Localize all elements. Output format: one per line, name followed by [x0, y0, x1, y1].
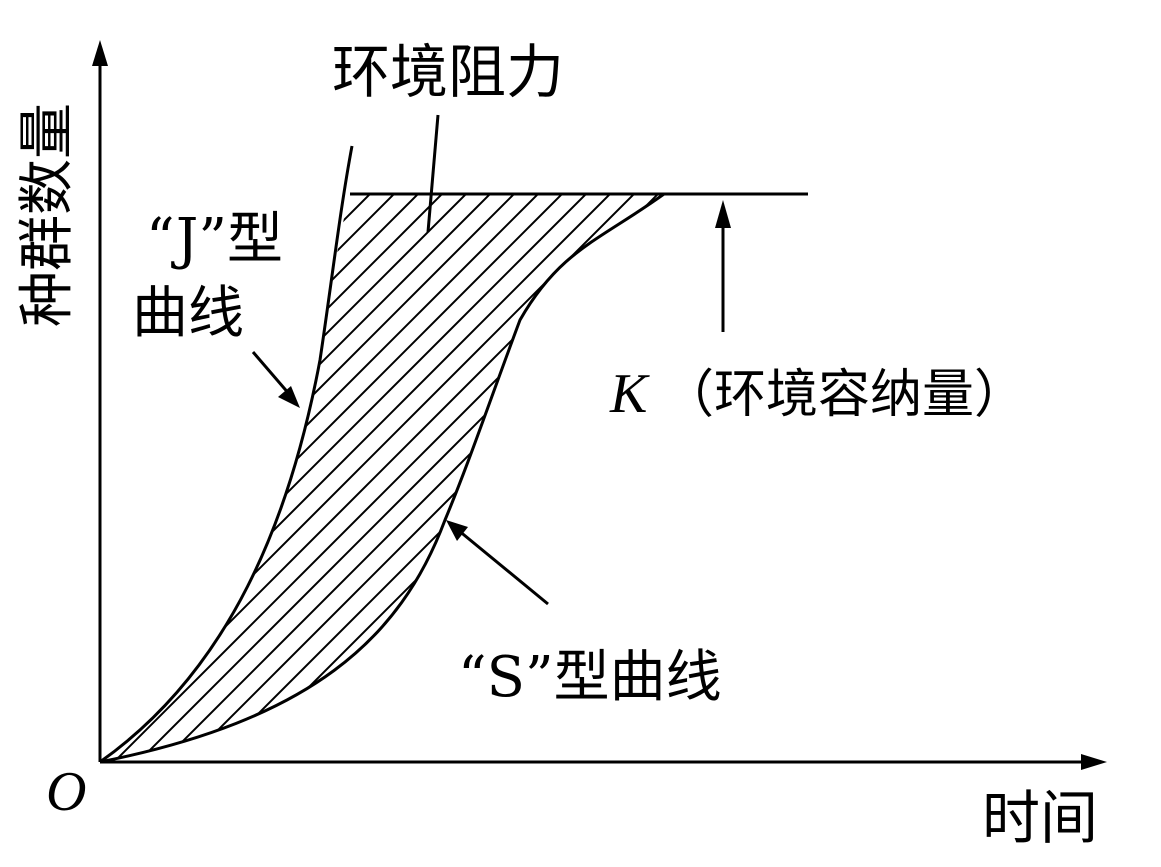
- title-label: 环境阻力: [332, 38, 564, 106]
- j-curve-label-line1: “J”型: [146, 207, 283, 272]
- hatch-line: [100, 194, 664, 762]
- s-curve: [99, 192, 665, 764]
- y-axis-arrowhead: [92, 40, 108, 66]
- j-arrow-shaft: [251, 351, 292, 396]
- j-arrowhead: [278, 386, 300, 408]
- j-curve: [99, 145, 354, 764]
- hatch-line: [100, 194, 664, 762]
- k-arrowhead: [715, 200, 731, 228]
- k-label: （环境容纳量）: [662, 365, 1026, 425]
- j-curve-label-line2: 曲线: [132, 281, 244, 346]
- s-arrow-shaft: [457, 528, 549, 606]
- y-axis-label: 种群数量: [15, 103, 80, 327]
- s-curve-label: “S”型曲线: [458, 645, 722, 710]
- hatch-line: [100, 194, 664, 762]
- k-symbol: K: [609, 363, 650, 425]
- origin-label: O: [46, 761, 86, 823]
- s-arrowhead: [446, 520, 468, 541]
- x-axis-arrowhead: [1081, 754, 1107, 770]
- x-axis-label: 时间: [982, 784, 1098, 852]
- resistance-pointer-line: [426, 114, 440, 233]
